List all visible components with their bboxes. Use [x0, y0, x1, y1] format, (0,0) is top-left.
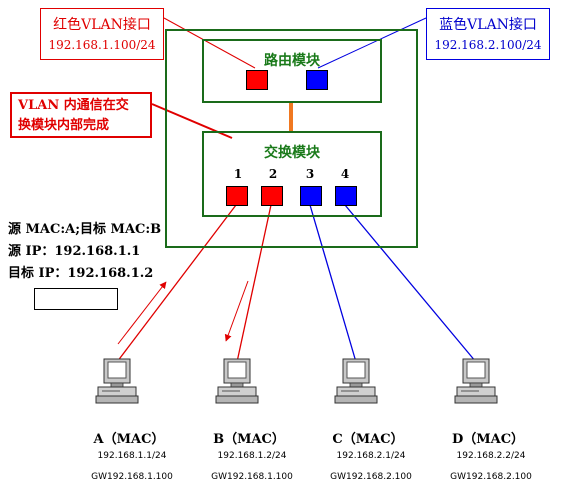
- blue-callout-pointer: [317, 17, 427, 69]
- switch-module: 交换模块 1 2 3 4: [202, 131, 382, 217]
- computer-icon: [334, 358, 378, 404]
- red-vlan-interface-title: 红色VLAN接口: [53, 17, 151, 33]
- red-vlan-interface-ip: 192.168.1.100/24: [48, 38, 156, 52]
- switch-module-title: 交换模块: [264, 145, 320, 161]
- host-d-label: D（MAC）: [451, 432, 525, 447]
- vlan-note-box: VLAN 内通信在交 换模块内部完成: [10, 92, 152, 138]
- port-4-number: 4: [340, 167, 350, 181]
- blue-vlan-interface-ip: 192.168.2.100/24: [434, 38, 542, 52]
- host-c-label: C（MAC）: [332, 432, 404, 447]
- computer-icon: [215, 358, 259, 404]
- switch-port-3: [300, 186, 322, 206]
- link-host-b: [236, 204, 272, 363]
- blue-vlan-interface-callout: 蓝色VLAN接口 192.168.2.100/24: [426, 8, 550, 60]
- arrow-down-to-b: [224, 280, 249, 342]
- port-1-number: 1: [233, 167, 243, 181]
- router-blue-vlan-interface: [306, 70, 328, 90]
- host-a-ip: 192.168.1.1/24: [97, 451, 167, 461]
- frame-placeholder-box: [34, 288, 118, 310]
- computer-icon: [454, 358, 498, 404]
- host-c-ip: 192.168.2.1/24: [336, 451, 406, 461]
- host-a-label: A（MAC）: [93, 432, 165, 447]
- link-host-a: [116, 204, 237, 363]
- port-3-number: 3: [305, 167, 315, 181]
- link-host-d: [344, 204, 477, 363]
- host-b-ip: 192.168.1.2/24: [217, 451, 287, 461]
- port-2-number: 2: [268, 167, 278, 181]
- blue-vlan-interface-title: 蓝色VLAN接口: [439, 17, 537, 33]
- frame-dst-ip: 目标 IP：192.168.1.2: [8, 266, 154, 281]
- vlan-note-line-1: VLAN 内通信在交: [18, 98, 129, 113]
- switch-port-4: [335, 186, 357, 206]
- vlan-note-line-2: 换模块内部完成: [18, 118, 110, 133]
- arrow-up-from-a: [117, 281, 167, 345]
- host-c-gateway: GW192.168.2.100: [330, 472, 412, 482]
- host-b-gateway: GW192.168.1.100: [211, 472, 293, 482]
- host-b-label: B（MAC）: [213, 432, 285, 447]
- link-host-c: [309, 204, 357, 363]
- router-red-vlan-interface: [246, 70, 268, 90]
- router-module-title: 路由模块: [264, 53, 320, 69]
- host-a-gateway: GW192.168.1.100: [91, 472, 173, 482]
- router-module: 路由模块: [202, 39, 382, 103]
- red-callout-pointer: [163, 17, 256, 69]
- frame-src-dst-mac: 源 MAC:A;目标 MAC:B: [8, 222, 162, 237]
- switch-port-1: [226, 186, 248, 206]
- frame-src-ip: 源 IP：192.168.1.1: [8, 244, 141, 259]
- host-d-ip: 192.168.2.2/24: [456, 451, 526, 461]
- host-d-gateway: GW192.168.2.100: [450, 472, 532, 482]
- computer-icon: [95, 358, 139, 404]
- l3-switch-chassis: [165, 29, 418, 248]
- switch-port-2: [261, 186, 283, 206]
- red-vlan-interface-callout: 红色VLAN接口 192.168.1.100/24: [40, 8, 164, 60]
